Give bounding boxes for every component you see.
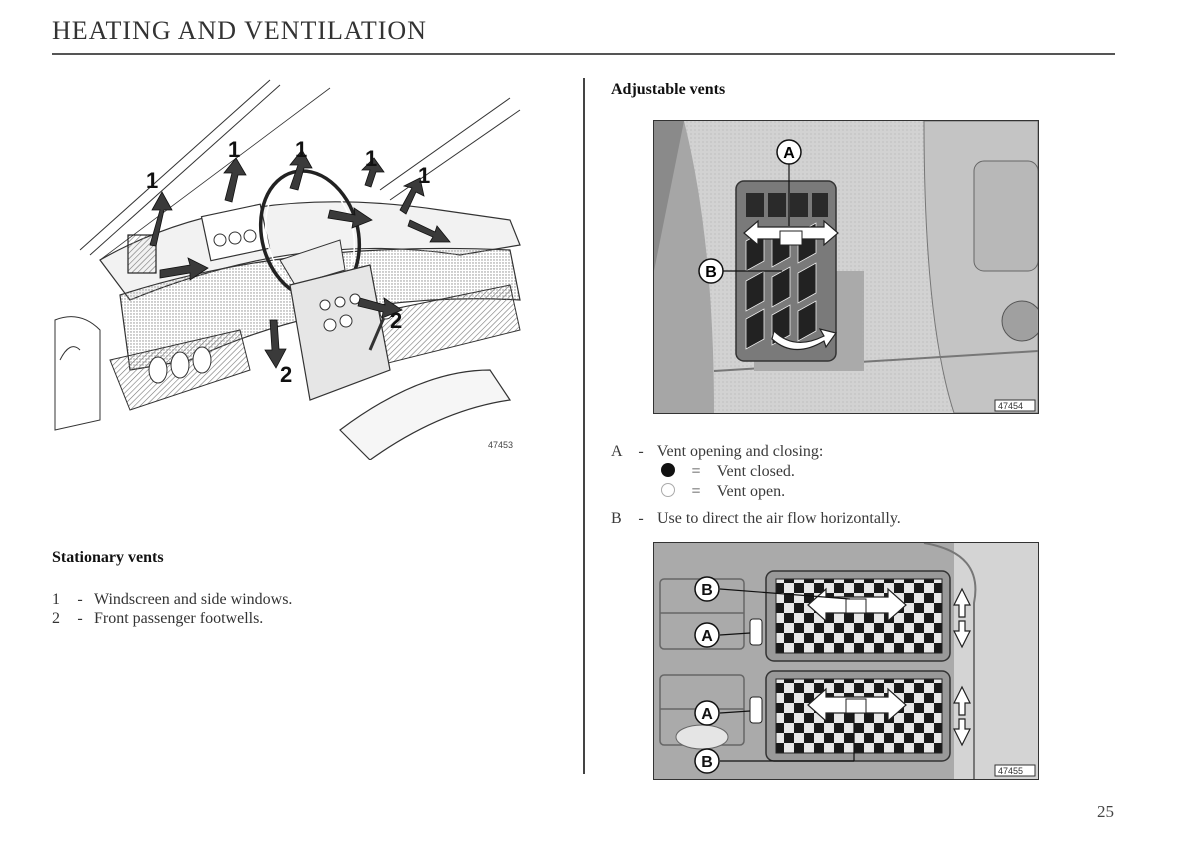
callout-1-b: 1 (228, 137, 240, 162)
dual-vents-photo: B A A B 47455 (653, 542, 1039, 780)
figure-code: 47453 (488, 440, 513, 450)
item-text: Front passenger footwells. (94, 610, 264, 627)
empty-circle-icon (661, 483, 675, 497)
adjustable-vent-photo: A B 47454 (653, 120, 1039, 414)
column-divider (583, 78, 585, 774)
figure-code: 47455 (998, 766, 1023, 776)
title-rule (52, 53, 1115, 55)
legend-item-closed: = Vent closed. (611, 462, 901, 482)
page-title: HEATING AND VENTILATION (52, 16, 427, 45)
callout-1-c: 1 (295, 137, 307, 162)
adjustable-vents-heading: Adjustable vents (611, 81, 726, 98)
item-text: Windscreen and side windows. (94, 591, 293, 608)
callout-1-e: 1 (418, 163, 430, 188)
figure-code: 47454 (998, 401, 1023, 411)
filled-circle-icon (661, 463, 675, 477)
page-number: 25 (1097, 802, 1114, 821)
callout-1-d: 1 (365, 146, 377, 171)
callout-2-b: 2 (280, 362, 292, 387)
label-a-bottom: A (701, 706, 713, 723)
item-separator: - (77, 610, 83, 627)
stationary-vents-heading: Stationary vents (52, 549, 164, 566)
label-a-top: A (701, 628, 713, 645)
list-item: 1 - Windscreen and side windows. (52, 590, 292, 609)
legend-item-a: A - Vent opening and closing: (611, 443, 824, 460)
callout-1-a: 1 (146, 168, 158, 193)
legend-item-b: B - Use to direct the air flow horizonta… (611, 510, 901, 527)
legend-item-open: = Vent open. (611, 482, 901, 502)
item-separator: - (77, 591, 83, 608)
item-key: 2 (52, 610, 60, 627)
list-item: 2 - Front passenger footwells. (52, 609, 292, 628)
callout-2-a: 2 (390, 308, 402, 333)
item-key: 1 (52, 591, 60, 608)
label-b-top: B (701, 582, 713, 599)
label-b: B (705, 264, 717, 281)
label-a: A (783, 145, 795, 162)
label-b-bottom: B (701, 754, 713, 771)
vent-legend: A - Vent opening and closing: = Vent clo… (611, 442, 901, 529)
stationary-vents-list: 1 - Windscreen and side windows. 2 - Fro… (52, 590, 292, 628)
dashboard-vents-illustration: 1 1 1 1 1 2 2 47453 (54, 79, 521, 460)
